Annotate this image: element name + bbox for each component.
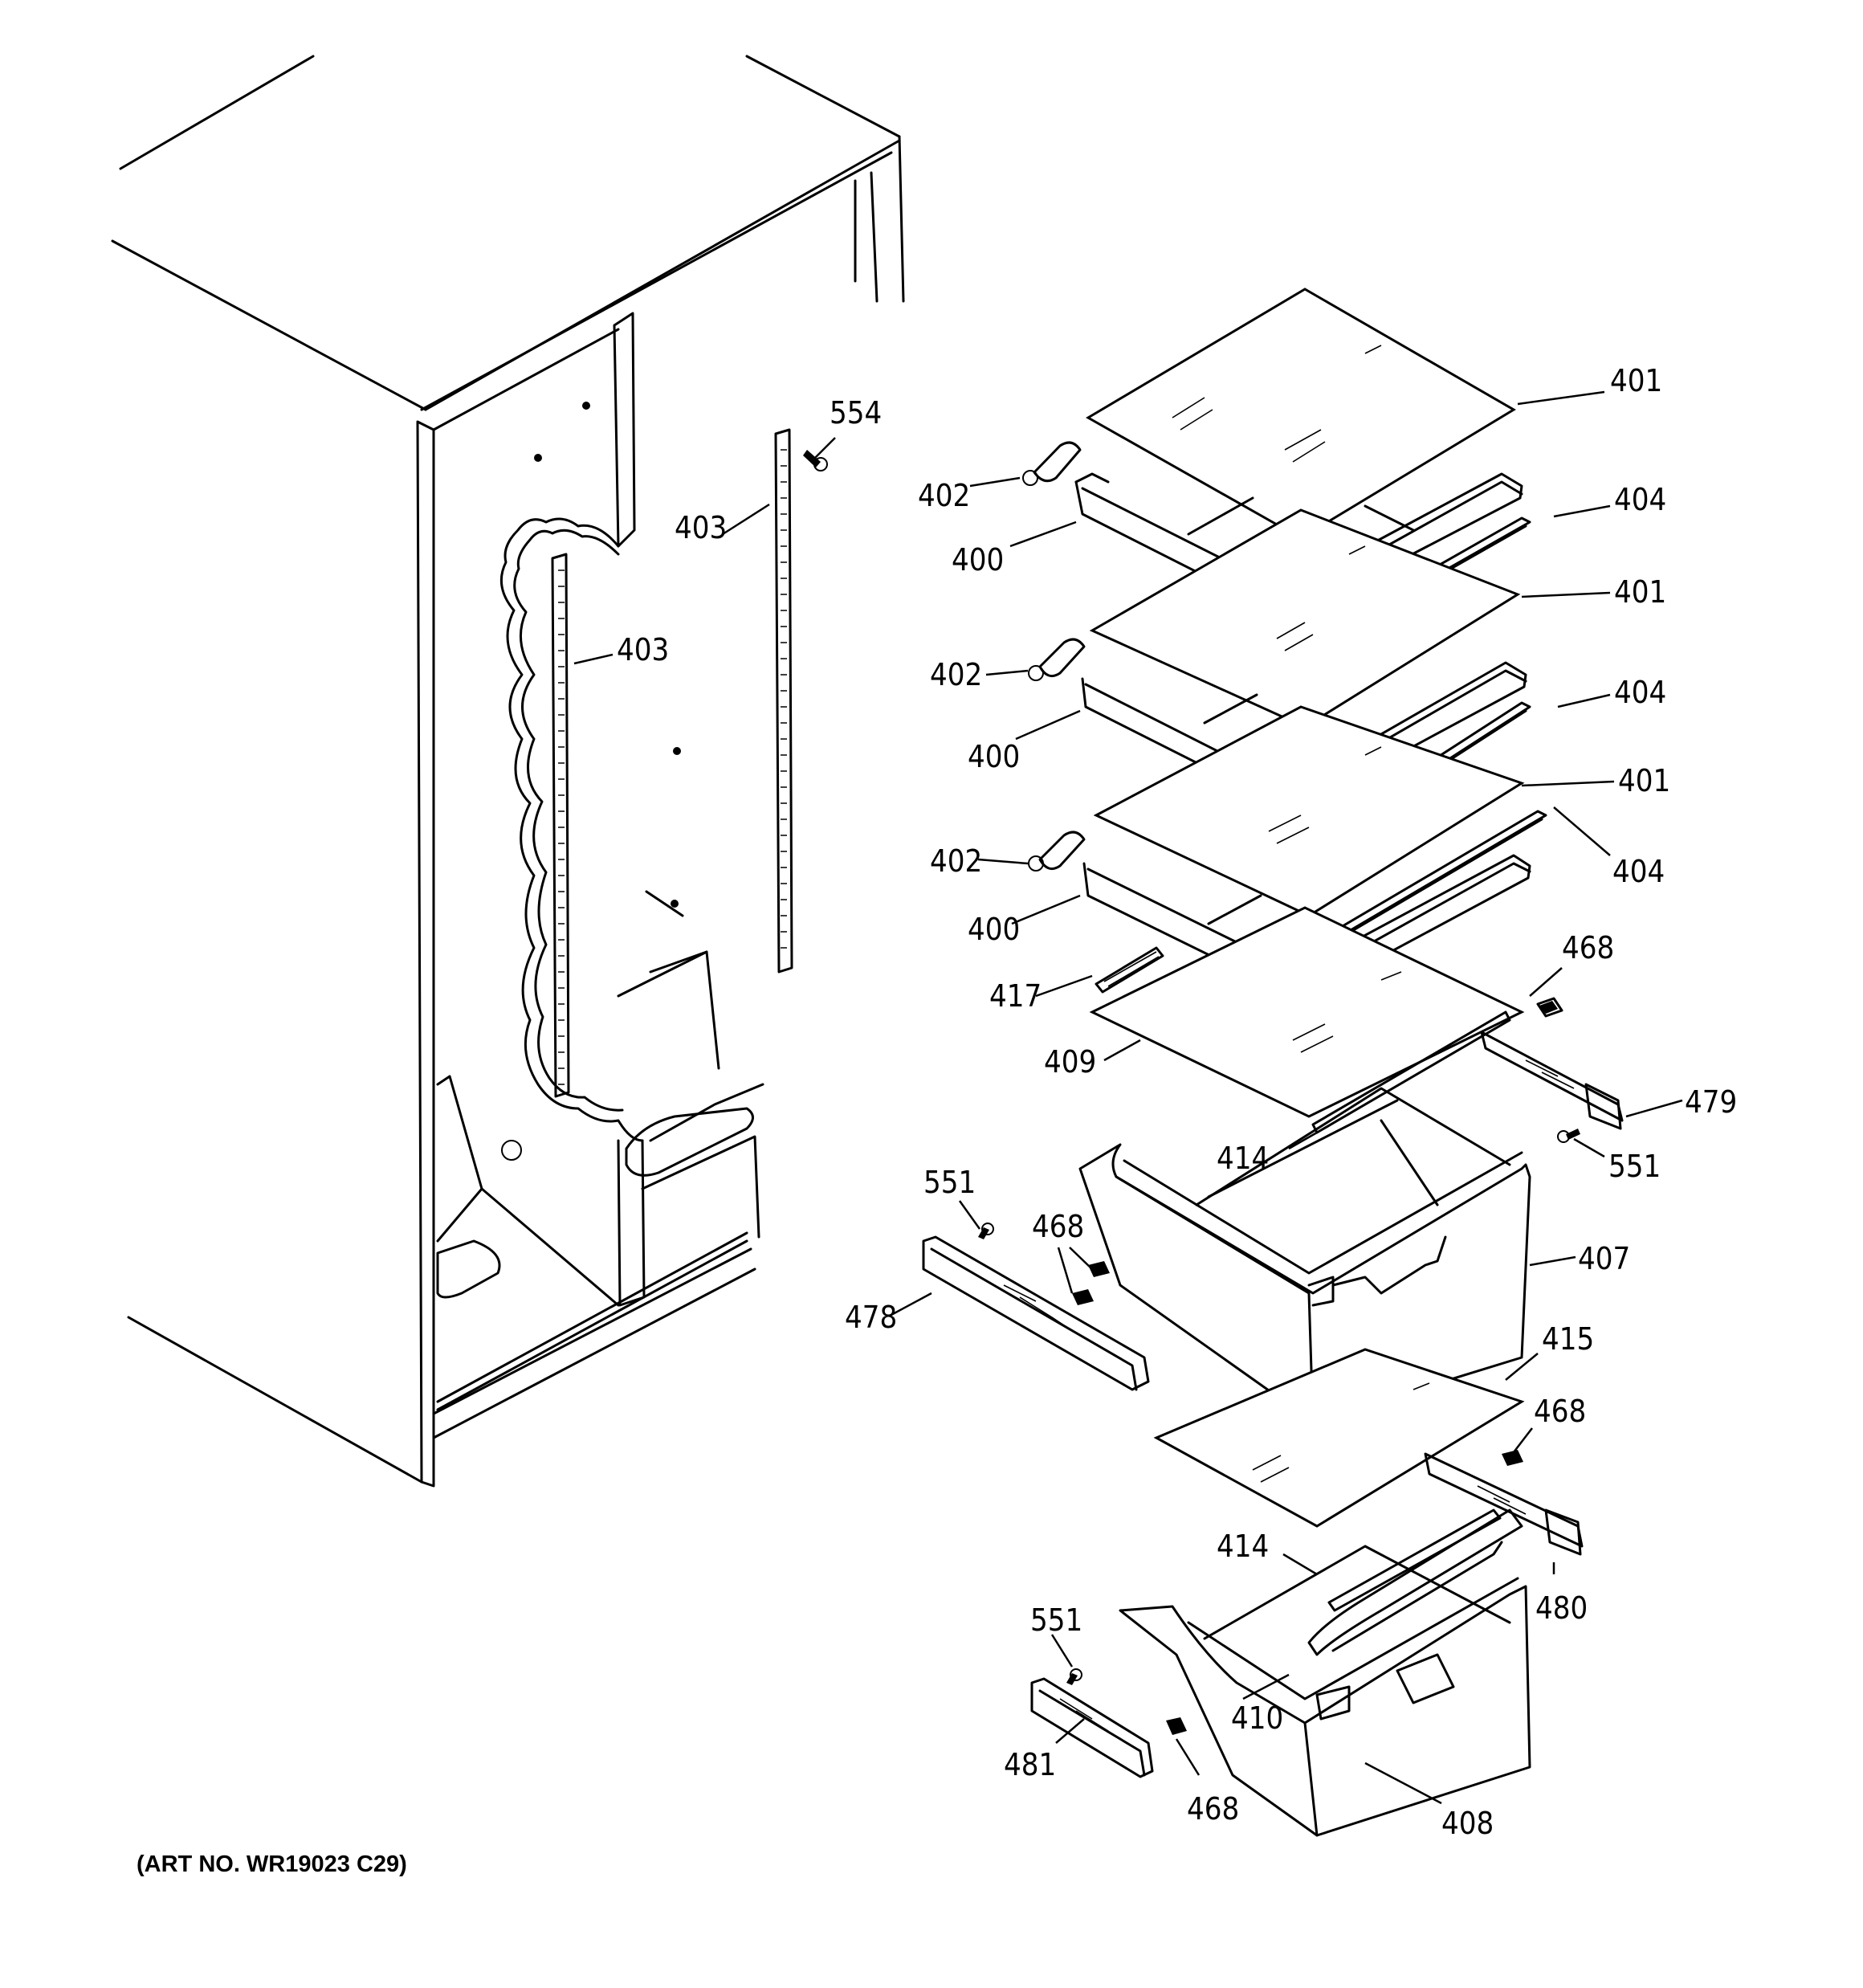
callout-480: 480	[1535, 1590, 1588, 1626]
callout-402: 402	[918, 478, 970, 513]
art-number: (ART NO. WR19023 C29)	[137, 1851, 407, 1877]
callout-551: 551	[1608, 1149, 1661, 1184]
crisper-drawer-upper	[1078, 1087, 1531, 1423]
drawer-front-trim	[1307, 1508, 1523, 1656]
callout-414: 414	[1217, 1529, 1269, 1564]
shelf-rail-right	[774, 428, 793, 974]
callout-414: 414	[1217, 1141, 1269, 1176]
freshness-drawer-lower	[1119, 1545, 1531, 1837]
callout-402: 402	[930, 843, 982, 879]
callout-468: 468	[1534, 1394, 1586, 1429]
callout-401: 401	[1610, 363, 1662, 398]
callout-468: 468	[1187, 1791, 1239, 1827]
callout-401: 401	[1618, 763, 1670, 798]
shelf-bracket-1	[1022, 441, 1082, 486]
callout-400: 400	[952, 542, 1004, 578]
end-cap-468-lower-left	[1166, 1717, 1187, 1735]
screw-554	[803, 450, 828, 471]
callout-410: 410	[1231, 1700, 1283, 1736]
end-cap-468-left-a	[1088, 1261, 1110, 1277]
callout-400: 400	[968, 912, 1020, 947]
callout-403: 403	[617, 632, 669, 667]
shelf-rail-left	[551, 553, 570, 1098]
end-cap-468-left-b	[1072, 1289, 1094, 1305]
glass-shelf-top	[1086, 288, 1516, 540]
slide-rail-left-lower	[1030, 1677, 1154, 1778]
end-cap-468-right-lower	[1502, 1450, 1523, 1466]
cover-front-strip-lower	[1327, 1508, 1502, 1612]
callout-400: 400	[968, 739, 1020, 774]
callout-404: 404	[1614, 675, 1666, 710]
screw-551-left-upper	[978, 1223, 994, 1239]
callout-417: 417	[989, 978, 1042, 1014]
glass-shelf-middle	[1089, 508, 1521, 729]
callout-404: 404	[1614, 482, 1666, 517]
shelf-bracket-3	[1028, 831, 1086, 872]
callout-407: 407	[1578, 1241, 1630, 1276]
callout-551: 551	[1030, 1602, 1082, 1638]
callout-478: 478	[845, 1300, 897, 1335]
callout-554: 554	[830, 395, 882, 431]
callout-403: 403	[675, 510, 727, 545]
end-cap-468-upper	[1536, 997, 1563, 1018]
callout-409: 409	[1044, 1044, 1096, 1080]
callout-481: 481	[1004, 1747, 1056, 1782]
screw-551-right	[1557, 1129, 1580, 1143]
shelf-bracket-2	[1028, 638, 1086, 681]
pan-cover-strip	[1095, 946, 1164, 994]
callout-415: 415	[1542, 1321, 1594, 1357]
pan-cover-glass-lower	[1153, 1348, 1525, 1528]
callout-labels: 401 404 401 404 401 404 402 400 402 400 …	[617, 363, 1737, 1841]
callout-408: 408	[1441, 1806, 1494, 1841]
glass-shelf-lower	[1093, 705, 1525, 917]
callout-402: 402	[930, 657, 982, 692]
slide-rail-right-lower	[1424, 1452, 1584, 1556]
refrigerator-cabinet	[111, 55, 905, 1488]
callout-404: 404	[1612, 854, 1665, 889]
slide-rail-right-upper	[1480, 1031, 1624, 1130]
callout-468: 468	[1032, 1209, 1084, 1244]
callout-479: 479	[1685, 1084, 1737, 1120]
callout-401: 401	[1614, 574, 1666, 610]
slide-rail-left-upper	[922, 1235, 1150, 1391]
pan-cover-glass-upper	[1089, 906, 1525, 1118]
callout-leaders	[573, 390, 1683, 1805]
callout-468: 468	[1562, 930, 1614, 965]
screw-551-left-lower	[1066, 1668, 1082, 1685]
callout-551: 551	[923, 1165, 976, 1200]
